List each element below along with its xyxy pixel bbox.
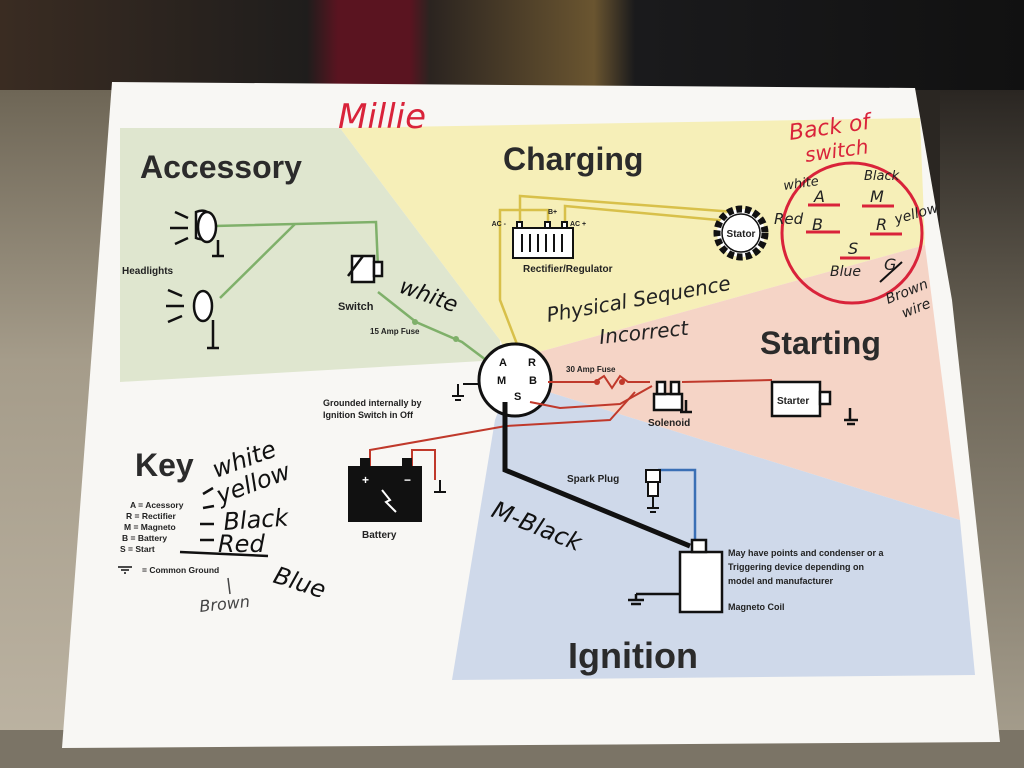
magneto-note-line2: Triggering device depending on: [728, 562, 864, 572]
stator-label: Stator: [727, 229, 756, 240]
magneto-coil-label: Magneto Coil: [728, 602, 785, 612]
stator-icon: [713, 205, 769, 261]
millie-handwriting: Millie: [338, 97, 426, 137]
circle-black: Black: [864, 169, 900, 184]
ignition-switch-icon: [452, 342, 553, 418]
headlight-icon: [166, 288, 219, 350]
spark-wire: [658, 468, 697, 548]
key-title: Key: [135, 447, 194, 483]
terminal-b: B: [529, 375, 537, 387]
accessory-region: [120, 128, 500, 382]
circle-a: A: [813, 187, 825, 206]
key-m: M = Magneto: [124, 522, 176, 532]
battery-minus: −: [404, 473, 411, 487]
terminal-a: A: [499, 357, 507, 369]
switch-label: Switch: [338, 301, 374, 313]
charging-title: Charging: [503, 141, 643, 177]
terminal-m: M: [497, 375, 506, 387]
starting-title: Starting: [760, 325, 881, 361]
circle-red: Red: [774, 210, 804, 228]
back-of-switch-sketch: [780, 161, 924, 305]
background-top: [0, 0, 1024, 90]
ignition-region: [452, 380, 975, 680]
fuse15-dot-right: [453, 336, 459, 342]
magneto-note-line1: May have points and condenser or a: [728, 548, 885, 558]
grounded-note-line2: Ignition Switch in Off: [323, 410, 414, 420]
terminal-r: R: [528, 357, 536, 369]
charging-wires: [498, 194, 741, 353]
accessory-title: Accessory: [140, 149, 302, 185]
rectifier-label: Rectifier/Regulator: [523, 264, 613, 275]
starter-label: Starter: [777, 396, 809, 407]
headlights-label: Headlights: [122, 266, 174, 277]
key-s: S = Start: [120, 544, 155, 554]
ignition-title: Ignition: [568, 635, 698, 676]
magneto-coil-icon: [628, 538, 724, 614]
terminal-s: S: [514, 391, 521, 403]
grounded-note-line1: Grounded internally by: [323, 398, 422, 408]
rectifier-ac-minus: AC -: [492, 221, 507, 228]
key-b: B = Battery: [122, 533, 167, 543]
solenoid-label: Solenoid: [648, 418, 690, 429]
circle-white: white: [782, 174, 819, 194]
fuse30-dot-left: [594, 379, 600, 385]
fuse30-label: 30 Amp Fuse: [566, 365, 616, 374]
toggle-switch-icon: [347, 254, 384, 284]
rectifier-ac-plus: AC +: [570, 221, 586, 228]
fuse15-label: 15 Amp Fuse: [370, 327, 420, 336]
key-ground: = Common Ground: [142, 565, 219, 575]
battery-plus: +: [362, 473, 369, 487]
circle-b: B: [812, 215, 823, 234]
starting-region: [510, 245, 960, 520]
rectifier-b-plus: B+: [548, 209, 557, 216]
charging-region: [340, 118, 925, 360]
magneto-wire: [502, 402, 691, 549]
battery-label: Battery: [362, 530, 397, 541]
circle-r: R: [876, 215, 887, 234]
circle-s: S: [848, 239, 858, 258]
key-handwriting-marks: [179, 486, 269, 595]
spark-plug-icon: [645, 469, 661, 513]
key-legend: A = Acessory R = Rectifier M = Magneto B…: [120, 500, 219, 575]
key-black-note: Black: [222, 503, 290, 536]
key-r: R = Rectifier: [126, 511, 177, 521]
fuse15-dot-left: [412, 319, 418, 325]
circle-m: M: [870, 187, 884, 206]
magneto-note-line3: model and manufacturer: [728, 576, 834, 586]
battery-icon: [348, 458, 446, 522]
key-a: A = Acessory: [130, 500, 184, 510]
rectifier-icon: [512, 221, 574, 259]
fuse30-dot-right: [619, 379, 625, 385]
accessory-wires: [213, 220, 495, 367]
solenoid-icon: [652, 380, 692, 414]
ground-symbol-icon: [118, 566, 132, 574]
spark-plug-label: Spark Plug: [567, 474, 619, 485]
headlight-icon: [170, 209, 224, 258]
circle-g: G: [884, 255, 896, 274]
starter-icon: [770, 380, 858, 426]
circle-blue: Blue: [830, 264, 861, 280]
